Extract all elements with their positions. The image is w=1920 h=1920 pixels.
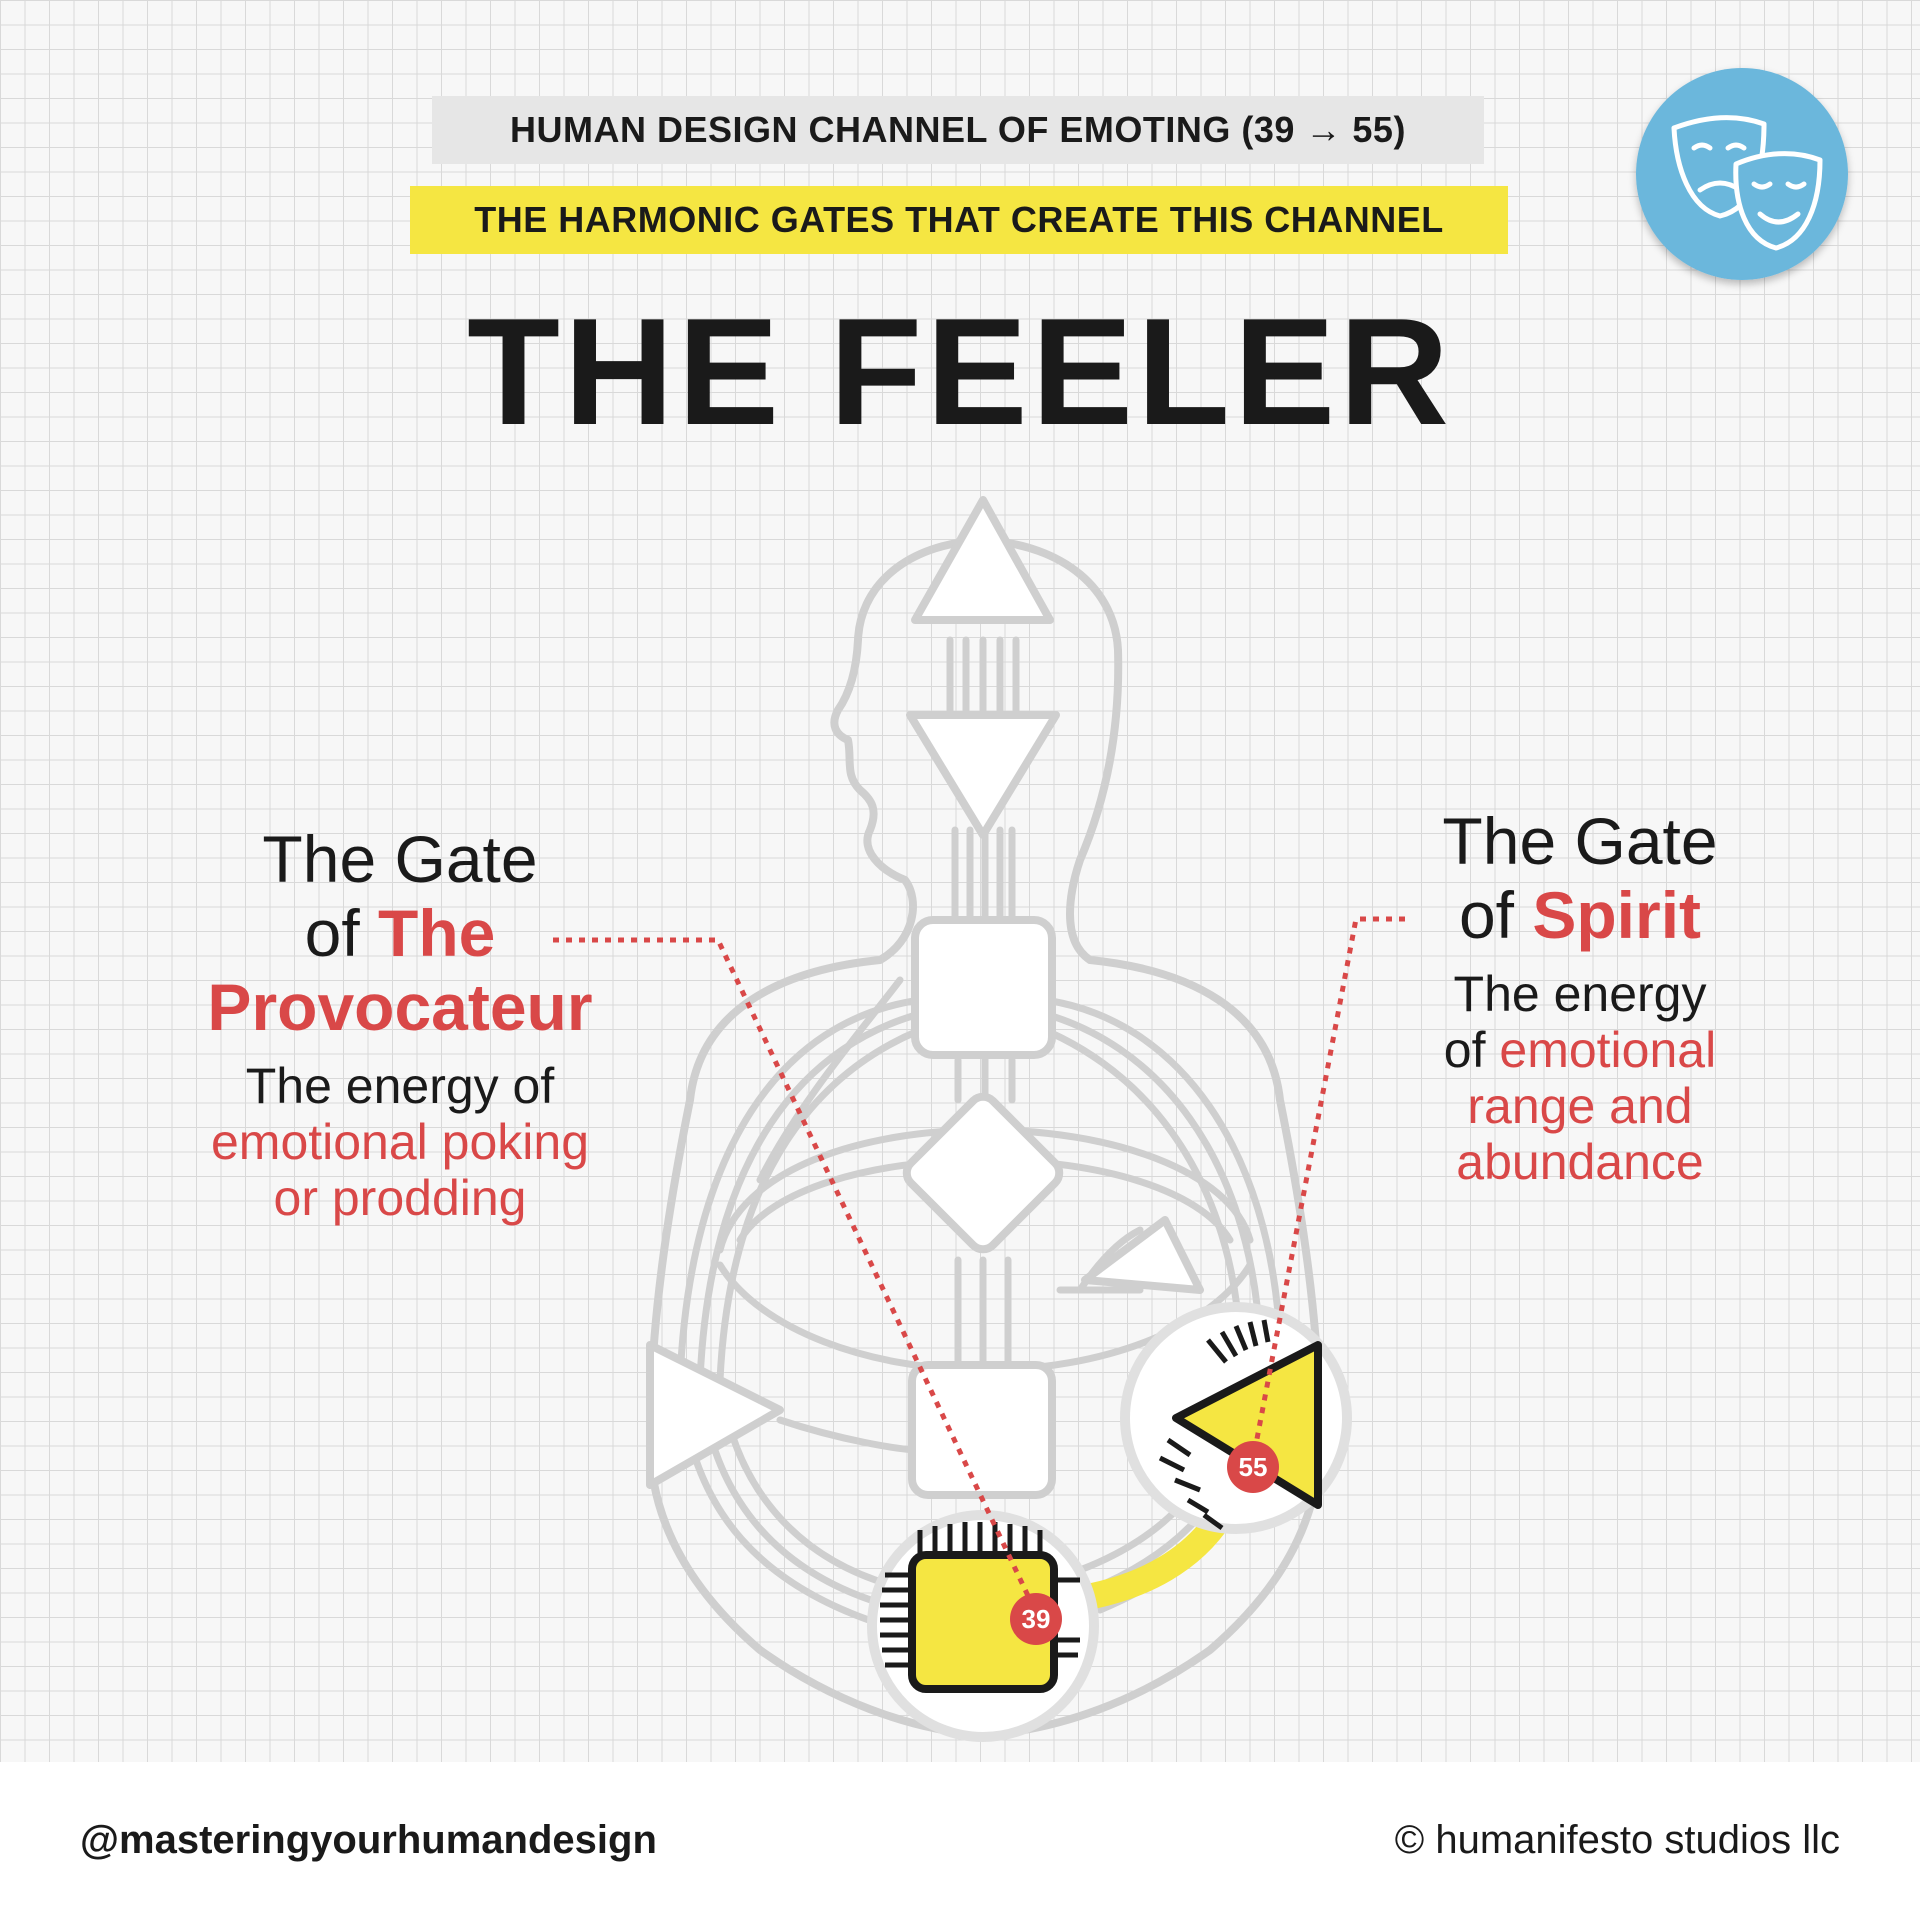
root-zoom bbox=[867, 1510, 1099, 1742]
sacral-center bbox=[908, 1361, 1056, 1499]
throat-center bbox=[911, 916, 1056, 1059]
gate-39-title-line2: of The bbox=[170, 896, 630, 970]
gate-39-desc-line3: or prodding bbox=[273, 1170, 527, 1226]
social-handle: @masteringyourhumandesign bbox=[80, 1818, 657, 1862]
copyright: © humanifesto studios llc bbox=[1394, 1818, 1840, 1862]
ajna-center bbox=[906, 711, 1060, 839]
subtitle: THE HARMONIC GATES THAT CREATE THIS CHAN… bbox=[474, 199, 1444, 240]
svg-text:39: 39 bbox=[1022, 1604, 1051, 1634]
gate-55-title-line2: of Spirit bbox=[1410, 878, 1750, 952]
gate-39-title-prefix: of bbox=[304, 896, 379, 970]
body-silhouette bbox=[646, 536, 1324, 1739]
subtitle-highlight bbox=[410, 186, 1508, 254]
badge bbox=[1636, 68, 1848, 280]
gate-55-desc-line1: The energy bbox=[1453, 966, 1707, 1022]
gate-55-desc-line3: range and bbox=[1467, 1078, 1693, 1134]
gate-39-title-line1: The Gate bbox=[262, 822, 538, 896]
gate-55-desc-line2: of emotional bbox=[1410, 1022, 1750, 1078]
gate-39-title-line3: Provocateur bbox=[207, 970, 593, 1044]
gate-39-desc-line1: The energy of bbox=[245, 1058, 555, 1114]
gate-39-desc-line2: emotional poking bbox=[210, 1114, 590, 1170]
page-title: THE FEELER bbox=[467, 287, 1453, 457]
gate-55-desc-prefix: of bbox=[1443, 1022, 1500, 1078]
svg-text:55: 55 bbox=[1239, 1452, 1268, 1482]
gate-55-description: The Gate of Spirit The energy of emotion… bbox=[1410, 804, 1750, 1190]
leader-line-left bbox=[553, 937, 1033, 1602]
gate-55-title-prefix: of bbox=[1458, 878, 1533, 952]
head-center bbox=[911, 496, 1054, 624]
g-center bbox=[902, 1092, 1064, 1254]
channel-title: HUMAN DESIGN CHANNEL OF EMOTING (39 → 55… bbox=[432, 96, 1484, 164]
heart-center bbox=[1081, 1216, 1204, 1294]
footer-band bbox=[0, 1762, 1920, 1920]
gate-55-marker: 55 bbox=[1227, 1441, 1279, 1493]
gate-55-title-highlight: Spirit bbox=[1532, 878, 1702, 952]
theater-masks-icon bbox=[1636, 68, 1848, 280]
gate-55-title-line1: The Gate bbox=[1442, 804, 1718, 878]
gate-55-desc-line4: abundance bbox=[1456, 1134, 1704, 1190]
spleen-center bbox=[646, 1341, 784, 1489]
gate-55-desc-highlight: emotional bbox=[1499, 1022, 1717, 1078]
gate-39-title-highlight: The bbox=[378, 896, 496, 970]
gate-39-marker: 39 bbox=[1010, 1593, 1062, 1645]
solar-plexus-zoom bbox=[1120, 1302, 1352, 1534]
gate-39-description: The Gate of The Provocateur The energy o… bbox=[170, 822, 630, 1226]
leader-line-right bbox=[1249, 916, 1405, 1466]
